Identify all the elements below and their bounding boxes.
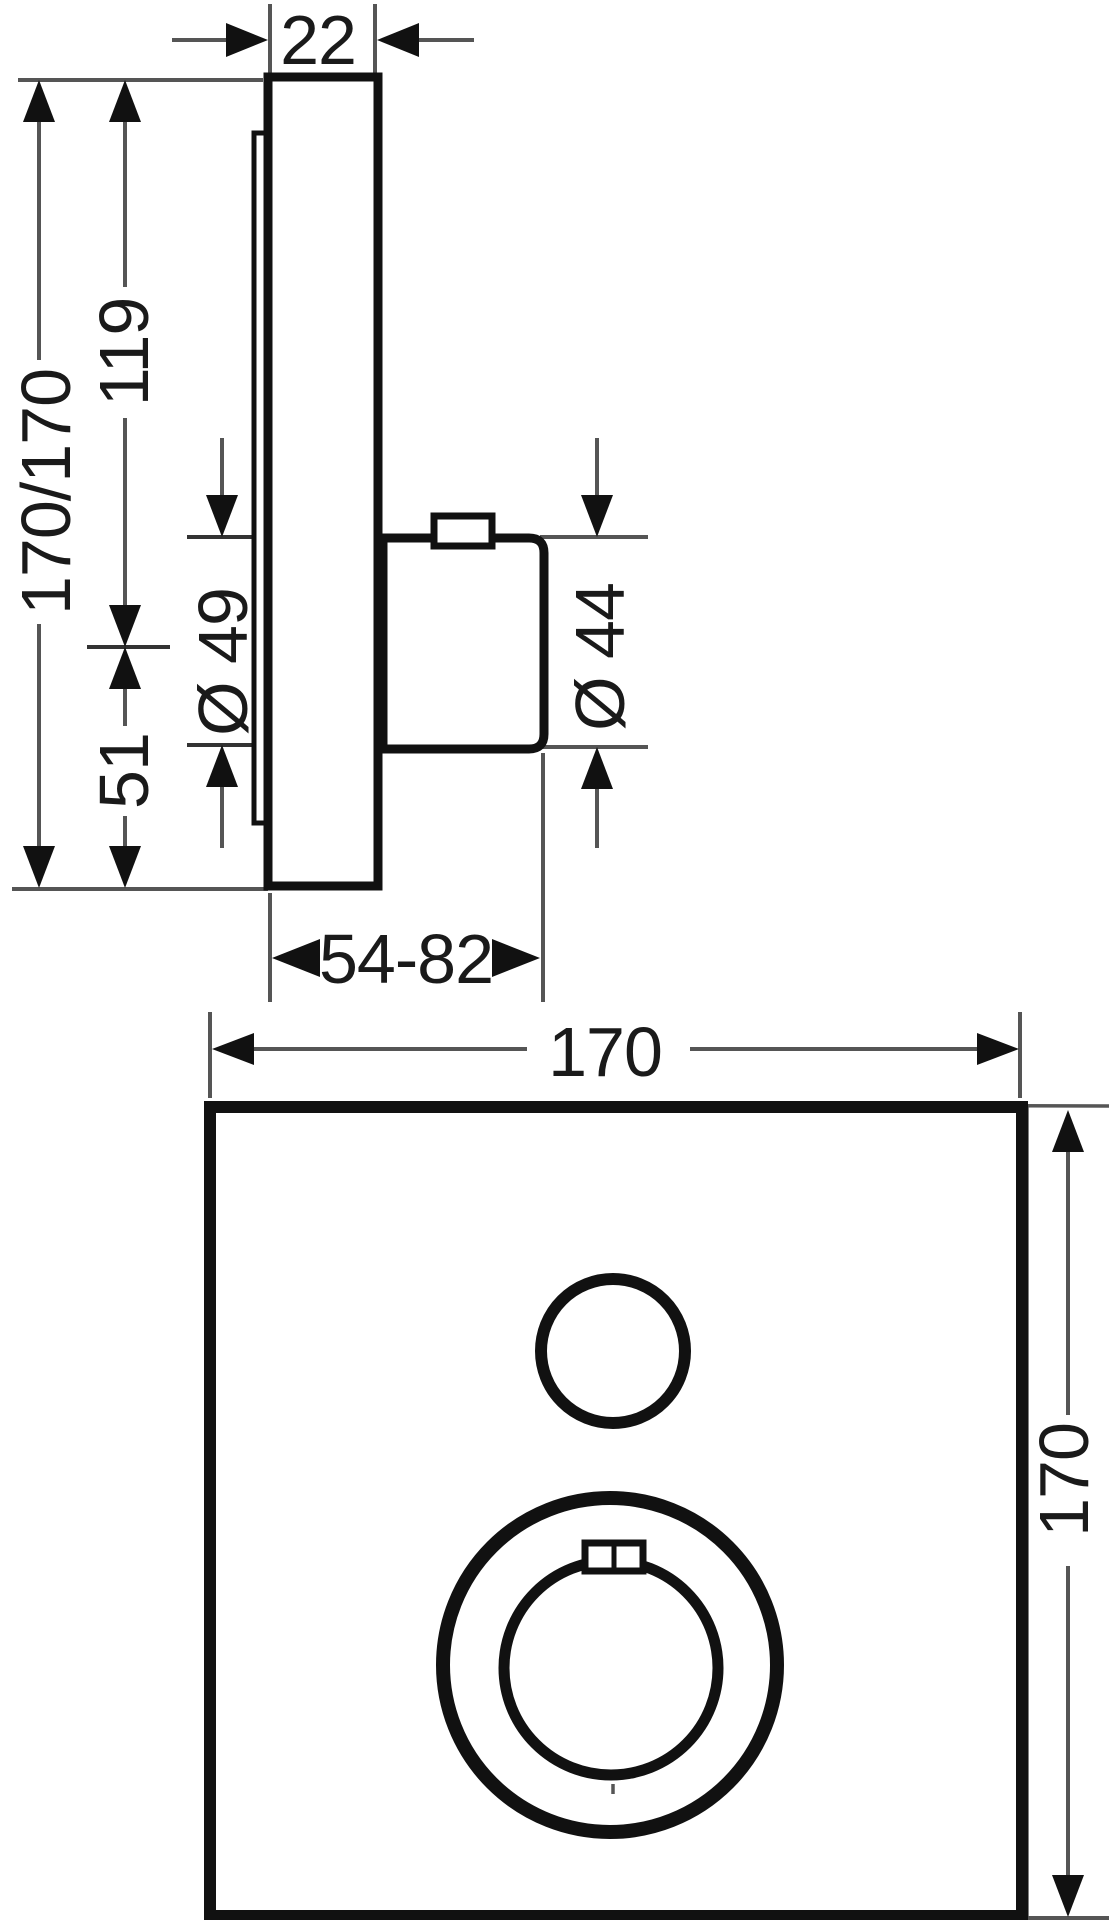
dim-170-170-arrowhead-top — [23, 80, 55, 122]
dim-label-front-width-170: 170 — [548, 1013, 662, 1091]
dim-label-119: 119 — [85, 298, 163, 407]
side-view: 22 170/170 119 51 Ø 49 Ø 44 54-82 — [7, 1, 648, 1002]
side-view-handle-outline — [378, 533, 549, 754]
dim-54-82-arrowhead-right — [492, 939, 540, 977]
dim-label-22: 22 — [280, 1, 356, 79]
dim-front-height-arrowhead-top — [1052, 1110, 1084, 1152]
front-view-dial-inner-circle — [498, 1555, 724, 1781]
dim-22-arrowhead-left — [226, 23, 268, 57]
dim-22-arrowhead-right — [377, 23, 419, 57]
front-view: 170 170 — [203, 1012, 1109, 1920]
dim-dia44-arrowhead-bottom — [581, 747, 613, 789]
dim-label-dia-49: Ø 49 — [184, 588, 262, 736]
dim-dia44-arrowhead-top — [581, 495, 613, 537]
dim-51-arrowhead-top — [109, 647, 141, 689]
dim-label-dia-44: Ø 44 — [561, 583, 639, 731]
dim-54-82-arrowhead-left — [272, 939, 320, 977]
side-view-handle-grip-tab — [430, 512, 496, 550]
dim-170-170-arrowhead-bottom — [23, 846, 55, 888]
dim-front-width-arrowhead-left — [212, 1033, 254, 1065]
dim-dia49-arrowhead-bottom — [206, 745, 238, 787]
dim-51-arrowhead-bottom — [109, 846, 141, 888]
dim-label-170-170: 170/170 — [7, 369, 85, 615]
dim-dia49-arrowhead-top — [206, 495, 238, 537]
dim-label-front-height-170: 170 — [1025, 1423, 1103, 1537]
dim-119-arrowhead-top — [109, 80, 141, 122]
dim-label-54-82: 54-82 — [319, 920, 493, 998]
dim-front-width-arrowhead-right — [977, 1033, 1019, 1065]
dim-front-height-arrowhead-bottom — [1052, 1875, 1084, 1917]
front-view-button-circle — [535, 1273, 691, 1429]
dim-119-arrowhead-bottom — [109, 605, 141, 647]
side-view-plate-outline — [263, 72, 383, 891]
dim-label-51: 51 — [85, 733, 163, 809]
